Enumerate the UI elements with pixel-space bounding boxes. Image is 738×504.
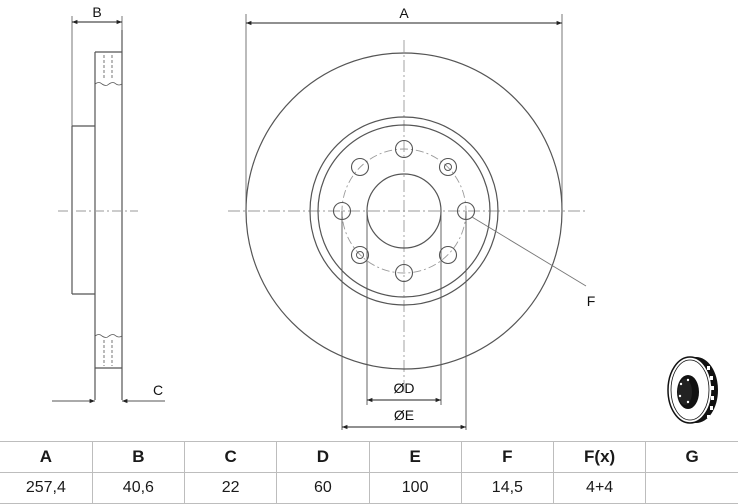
value-e: 100: [368, 472, 462, 504]
header-g: G: [645, 441, 738, 473]
brake-disc-technical-drawing: B C: [52, 4, 718, 430]
header-f: F: [460, 441, 555, 473]
value-d: 60: [276, 472, 370, 504]
dimension-e-label: ØE: [394, 407, 414, 423]
header-a: A: [0, 441, 93, 473]
brake-disc-3d-icon: [667, 356, 718, 424]
value-f: 14,5: [460, 472, 555, 504]
header-d: D: [276, 441, 370, 473]
dimension-c-label: C: [153, 382, 163, 398]
dimension-f-label: F: [587, 293, 596, 309]
dimension-a-label: A: [399, 5, 409, 21]
side-view: [71, 16, 123, 400]
value-b: 40,6: [91, 472, 186, 504]
value-g: [645, 472, 738, 504]
table-value-row: 257,4 40,6 22 60 100 14,5 4+4: [0, 472, 738, 504]
table-header-row: A B C D E F F(x) G: [0, 441, 738, 473]
dimension-b-label: B: [92, 4, 101, 20]
header-c: C: [183, 441, 278, 473]
front-view: [228, 14, 588, 430]
value-c: 22: [183, 472, 278, 504]
header-e: E: [368, 441, 462, 473]
header-b: B: [91, 441, 186, 473]
spec-table: A B C D E F F(x) G 257,4 40,6 22 60 100 …: [0, 441, 738, 504]
dimension-d-label: ØD: [394, 380, 415, 396]
header-fx: F(x): [552, 441, 647, 473]
value-a: 257,4: [0, 472, 93, 504]
value-fx: 4+4: [552, 472, 647, 504]
